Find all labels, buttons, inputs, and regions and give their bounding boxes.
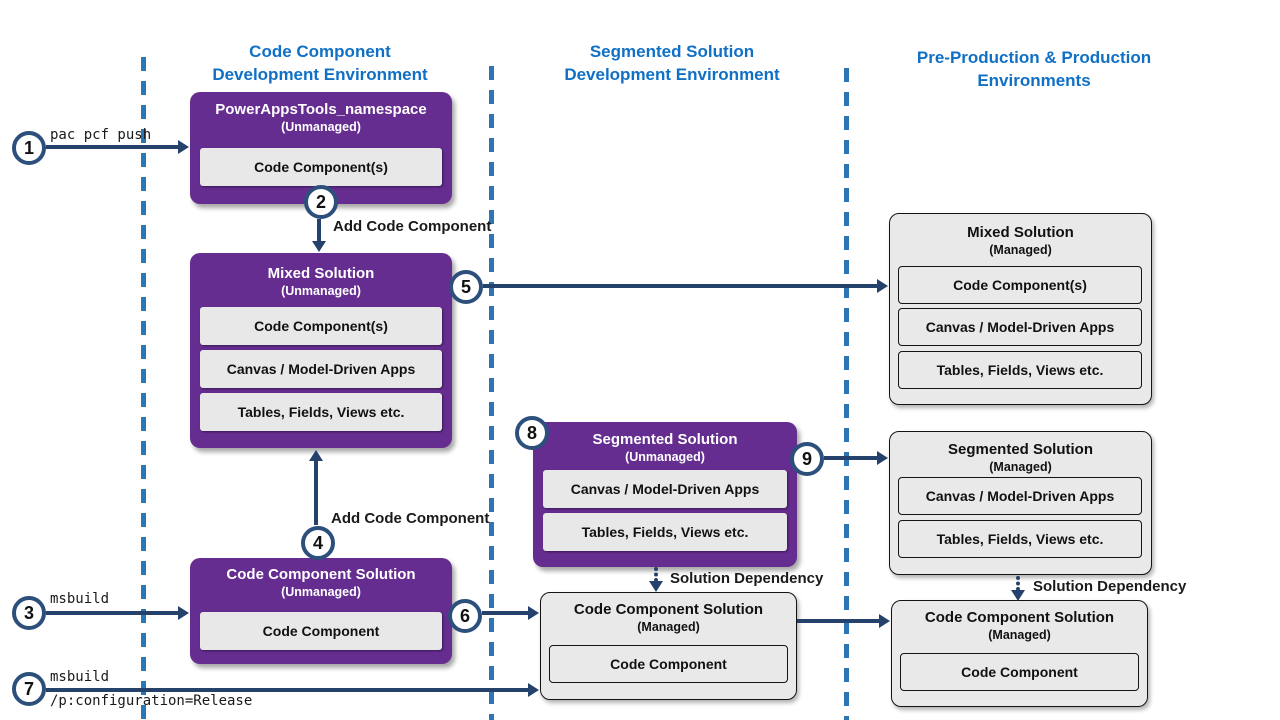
arrow-step9-segmented-to-managed bbox=[824, 451, 888, 465]
label-pac-pcf-push: pac pcf push bbox=[50, 127, 152, 143]
step-circle-9: 9 bbox=[790, 442, 824, 476]
box-segmented-solution-managed: Segmented Solution (Managed) Canvas / Mo… bbox=[889, 431, 1152, 575]
solution-item-row: Tables, Fields, Views etc. bbox=[200, 393, 442, 431]
step-circle-6: 6 bbox=[448, 599, 482, 633]
box-title: Code Component Solution bbox=[573, 601, 764, 618]
label-solution-dependency-right: Solution Dependency bbox=[1033, 578, 1187, 595]
box-title: Mixed Solution bbox=[967, 224, 1074, 241]
box-subtitle: (Unmanaged) bbox=[281, 585, 361, 599]
box-title: Code Component Solution bbox=[226, 566, 416, 583]
arrow-step4-add-code-component bbox=[309, 450, 323, 525]
label-msbuild: msbuild bbox=[50, 591, 110, 607]
label-add-code-component-top: Add Code Component bbox=[333, 218, 492, 235]
box-segmented-solution-unmanaged: Segmented Solution (Unmanaged) Canvas / … bbox=[533, 422, 797, 567]
arrow-step6-to-managed-mid bbox=[482, 606, 539, 620]
box-title: Code Component Solution bbox=[924, 609, 1115, 626]
solution-item-row: Canvas / Model-Driven Apps bbox=[200, 350, 442, 388]
solution-item-row: Code Component bbox=[900, 653, 1139, 691]
box-mixed-solution-unmanaged: Mixed Solution (Unmanaged) Code Componen… bbox=[190, 253, 452, 448]
box-subtitle: (Managed) bbox=[989, 460, 1052, 474]
box-subtitle: (Managed) bbox=[637, 620, 700, 634]
arrow-step7-msbuild-release bbox=[46, 683, 539, 697]
box-subtitle: (Managed) bbox=[988, 628, 1051, 642]
arrow-managed-mid-to-right bbox=[797, 614, 890, 628]
box-subtitle: (Unmanaged) bbox=[281, 120, 361, 134]
solution-item-row: Code Component bbox=[549, 645, 788, 683]
solution-item-row: Canvas / Model-Driven Apps bbox=[898, 477, 1142, 515]
step-circle-2: 2 bbox=[304, 185, 338, 219]
step-circle-7: 7 bbox=[12, 672, 46, 706]
column-header-preprod-prod: Pre-Production & Production Environments bbox=[916, 48, 1152, 90]
column-header-code-component-dev: Code Component Development Environment bbox=[212, 42, 428, 84]
arrow-step3-msbuild bbox=[46, 606, 189, 620]
solution-item-row: Tables, Fields, Views etc. bbox=[898, 351, 1142, 389]
box-subtitle: (Managed) bbox=[989, 243, 1052, 257]
box-subtitle: (Unmanaged) bbox=[281, 284, 361, 298]
box-title: Segmented Solution bbox=[592, 431, 738, 448]
label-msbuild-release-line2: /p:configuration=Release bbox=[50, 693, 253, 709]
label-solution-dependency-mid: Solution Dependency bbox=[670, 570, 824, 587]
step-circle-8: 8 bbox=[515, 416, 549, 450]
box-code-component-solution-managed-right: Code Component Solution (Managed) Code C… bbox=[891, 600, 1148, 707]
step-circle-1: 1 bbox=[12, 131, 46, 165]
dashed-separator-1 bbox=[141, 57, 146, 720]
arrow-step1-to-powerappstools bbox=[46, 140, 189, 154]
solution-item-row: Code Component(s) bbox=[200, 307, 442, 345]
solution-item-row: Canvas / Model-Driven Apps bbox=[543, 470, 787, 508]
solution-item-row: Canvas / Model-Driven Apps bbox=[898, 308, 1142, 346]
box-code-component-solution-managed-mid: Code Component Solution (Managed) Code C… bbox=[540, 592, 797, 700]
arrow-solution-dependency-mid bbox=[649, 567, 663, 592]
step-circle-4: 4 bbox=[301, 526, 335, 560]
solution-item-row: Code Component bbox=[200, 612, 442, 650]
label-msbuild-release-line1: msbuild bbox=[50, 669, 110, 685]
arrow-step2-add-code-component bbox=[312, 219, 326, 252]
box-title: Segmented Solution bbox=[947, 441, 1093, 458]
column-header-segmented-dev: Segmented Solution Development Environme… bbox=[564, 42, 780, 84]
solution-item-row: Code Component(s) bbox=[200, 148, 442, 186]
box-subtitle: (Unmanaged) bbox=[625, 450, 705, 464]
box-code-component-solution-unmanaged: Code Component Solution (Unmanaged) Code… bbox=[190, 558, 452, 664]
solution-item-row: Tables, Fields, Views etc. bbox=[543, 513, 787, 551]
box-title: PowerAppsTools_namespace bbox=[215, 101, 427, 118]
box-title: Mixed Solution bbox=[267, 265, 375, 282]
dashed-separator-2 bbox=[489, 66, 494, 720]
box-mixed-solution-managed: Mixed Solution (Managed) Code Component(… bbox=[889, 213, 1152, 405]
arrow-solution-dependency-right bbox=[1011, 576, 1025, 601]
arrow-step5-mixed-to-managed bbox=[483, 279, 888, 293]
dashed-separator-3 bbox=[844, 68, 849, 720]
label-add-code-component-bottom: Add Code Component bbox=[331, 510, 490, 527]
solution-item-row: Tables, Fields, Views etc. bbox=[898, 520, 1142, 558]
solution-item-row: Code Component(s) bbox=[898, 266, 1142, 304]
step-circle-3: 3 bbox=[12, 596, 46, 630]
step-circle-5: 5 bbox=[449, 270, 483, 304]
